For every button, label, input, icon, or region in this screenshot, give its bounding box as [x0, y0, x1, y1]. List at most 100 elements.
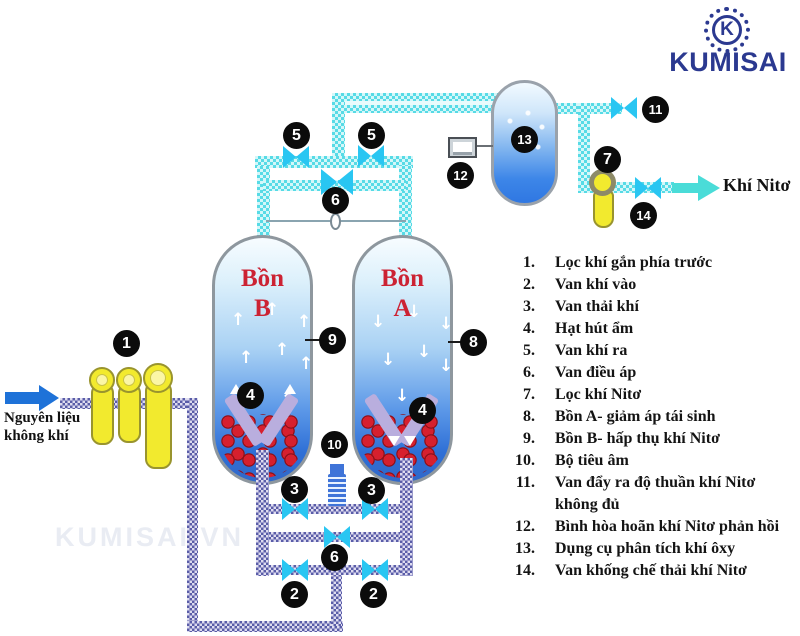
pipe-outlet-manifold	[255, 156, 413, 168]
valve-5-right	[358, 145, 384, 167]
legend-item: 2.Van khí vào	[505, 274, 797, 296]
inlet-arrow-head	[39, 385, 59, 411]
legend-item-number: 2.	[523, 276, 535, 293]
flow-up-arrow: ↑	[265, 300, 280, 320]
legend-item-text: Bình hòa hoãn khí Nitơ phản hồi	[555, 518, 780, 535]
spray-arrow-tip	[284, 384, 296, 394]
legend-item-number: 1.	[523, 254, 535, 271]
legend-item-text: Van thải khí	[555, 298, 639, 315]
flow-up-arrow: ↑	[231, 310, 246, 330]
legend-item-number: 9.	[523, 430, 535, 447]
outlet-arrow-head	[698, 175, 720, 201]
legend-item: 13. Dụng cụ phân tích khí ôxy	[505, 538, 797, 560]
pipe-inlet-down	[187, 398, 198, 632]
analyzer-gauge-icon	[448, 137, 477, 158]
legend-item: 1. Lọc khí gắn phía trước	[505, 252, 797, 274]
valve-14	[635, 177, 661, 199]
badge-3-right: 3	[358, 477, 385, 504]
legend-item-number: 3.	[523, 298, 535, 315]
legend-item-number: 13.	[515, 540, 535, 557]
pipe-tankA-bottom-riser	[400, 458, 413, 576]
badge8-connector	[448, 341, 462, 343]
outlet-label: Khí Nitơ	[723, 175, 791, 195]
flow-down-arrow: ↓	[417, 342, 432, 362]
pipe-feed-riser	[331, 574, 342, 626]
logo-brand: KUMISAI	[669, 47, 787, 77]
logo-wreath-icon	[704, 7, 750, 53]
badge-6-top: 6	[322, 187, 349, 214]
tank-a-label: Bồn A	[355, 264, 450, 324]
spray-arrow-tip	[230, 384, 242, 394]
pipe-bottom-run	[187, 621, 343, 632]
legend-item: 10.Bộ tiêu âm	[505, 450, 797, 472]
legend-item-number: 7.	[523, 386, 535, 403]
badge-9: 9	[319, 327, 346, 354]
inlet-label: Nguyên liệu không khí	[4, 409, 80, 445]
orifice-icon	[330, 213, 341, 230]
flow-down-arrow: ↓	[381, 350, 396, 370]
pipe-product-line-highlight	[336, 101, 496, 105]
legend-item-number: 12.	[515, 518, 535, 535]
badge-13: 13	[511, 126, 538, 153]
legend-item-number: 6.	[523, 364, 535, 381]
valve-2-left	[282, 559, 308, 581]
legend-item-text: Van đẩy ra độ thuần khí Nitơ không đủ	[555, 474, 756, 513]
legend-item-text: Lọc khí gắn phía trước	[555, 254, 713, 271]
legend-item-number: 14.	[515, 562, 535, 579]
badge-8: 8	[460, 329, 487, 356]
flow-up-arrow: ↑	[275, 340, 290, 360]
nitrogen-filter-ring	[589, 169, 616, 196]
legend-item-text: Hạt hút ẩm	[555, 320, 634, 337]
badge-11: 11	[642, 96, 669, 123]
valve-6-bottom	[324, 526, 350, 548]
logo-emblem: K	[712, 15, 742, 45]
badge-4-tankB: 4	[237, 382, 264, 409]
legend-item: 14.Van khống chế thải khí Nitơ	[505, 560, 797, 582]
legend-item-number: 4.	[523, 320, 535, 337]
pipe-tankB-bottom-riser	[256, 450, 269, 576]
legend-item-text: Van khí ra	[555, 342, 628, 359]
badge-3-left: 3	[281, 476, 308, 503]
badge-2-left: 2	[281, 581, 308, 608]
flow-up-arrow: ↑	[297, 312, 312, 332]
badge-4-tankA: 4	[409, 397, 436, 424]
tank-a: Bồn A ↓ ↓ ↓ ↓ ↓ ↓ ↓ ↓	[352, 235, 453, 485]
flow-down-arrow: ↓	[395, 386, 410, 406]
pipe-tankA-top-riser	[399, 166, 412, 240]
badge-2-right: 2	[360, 581, 387, 608]
valve-2-right	[362, 559, 388, 581]
badge-5-right: 5	[358, 122, 385, 149]
legend-item-number: 11.	[515, 474, 535, 491]
legend-item-number: 10.	[515, 452, 535, 469]
pipe-outlet-drop	[578, 103, 590, 193]
inlet-filter-ring	[143, 363, 173, 393]
pipe-nitrogen-out	[578, 182, 674, 193]
legend-item: 9. Bồn B- hấp thụ khí Nitơ	[505, 428, 797, 450]
legend-item-text: Van điều áp	[555, 364, 637, 381]
legend-item-text: Lọc khí Nitơ	[555, 386, 642, 403]
badge-14: 14	[630, 202, 657, 229]
flow-up-arrow: ↑	[299, 354, 314, 374]
inlet-filter-ring	[89, 367, 115, 393]
badge-6-bottom: 6	[321, 544, 348, 571]
legend-item: 12. Bình hòa hoãn khí Nitơ phản hồi	[505, 516, 797, 538]
legend-item-text: Bồn B- hấp thụ khí Nitơ	[555, 430, 720, 447]
badge-12: 12	[447, 162, 474, 189]
tank-a-letter: A	[393, 295, 412, 322]
muffler-icon	[330, 464, 344, 475]
flow-down-arrow: ↓	[407, 302, 422, 322]
pipe-manifold-row3	[256, 504, 413, 514]
legend-item: 11. Van đẩy ra độ thuần khí Nitơ không đủ	[505, 472, 797, 516]
inlet-label-line1: Nguyên liệu	[4, 410, 81, 426]
legend-item-number: 5.	[523, 342, 535, 359]
legend-item: 7. Lọc khí Nitơ	[505, 384, 797, 406]
legend-item: 4. Hạt hút ẩm	[505, 318, 797, 340]
inlet-filter-body	[145, 381, 172, 469]
watermark: KUMISAI.VN	[55, 522, 245, 552]
outlet-arrow	[672, 183, 698, 193]
legend-item-text: Dụng cụ phân tích khí ôxy	[555, 540, 736, 557]
valve-3-left	[282, 498, 308, 520]
legend-list: 1. Lọc khí gắn phía trước 2.Van khí vào 3. V…	[505, 252, 797, 582]
tank-b-letter: B	[254, 295, 271, 322]
flow-down-arrow: ↓	[371, 312, 386, 332]
